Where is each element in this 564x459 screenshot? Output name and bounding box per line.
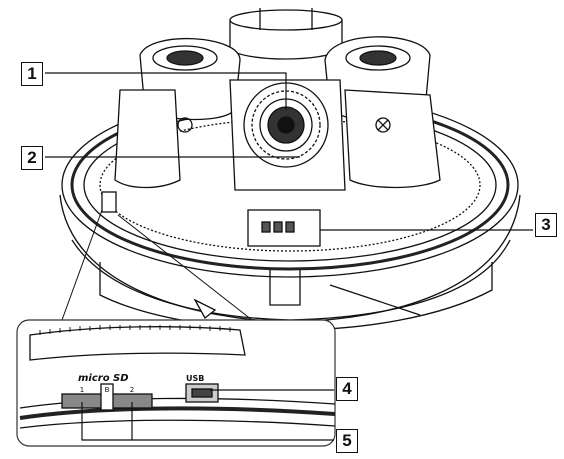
right-arm bbox=[344, 89, 441, 189]
leader-5 bbox=[81, 402, 334, 441]
inset-floor-3 bbox=[19, 419, 336, 429]
led-panel bbox=[247, 209, 321, 247]
usb-label: USB bbox=[186, 374, 204, 383]
zoom-line-right bbox=[117, 214, 253, 321]
leader-1 bbox=[45, 72, 287, 110]
slot-2-label: 2 bbox=[130, 386, 134, 394]
inset-floor-2 bbox=[19, 406, 336, 420]
microsd-label: micro SD bbox=[78, 373, 129, 384]
base-ring-lower bbox=[71, 239, 511, 321]
callout-2: 2 bbox=[21, 146, 43, 170]
mount-ring-4 bbox=[99, 118, 481, 252]
slot-1-label: 1 bbox=[80, 386, 84, 394]
zoom-target bbox=[101, 191, 117, 213]
zoom-line-left bbox=[61, 209, 103, 321]
callout-4: 4 bbox=[336, 377, 358, 401]
callout-5: 5 bbox=[336, 429, 358, 453]
left-arm bbox=[114, 89, 181, 189]
inset-gear-top bbox=[29, 326, 246, 361]
slot-b-label: B bbox=[105, 386, 110, 394]
inset-floor-1 bbox=[19, 397, 336, 409]
callout-1: 1 bbox=[21, 62, 43, 86]
callout-3: 3 bbox=[535, 213, 557, 237]
